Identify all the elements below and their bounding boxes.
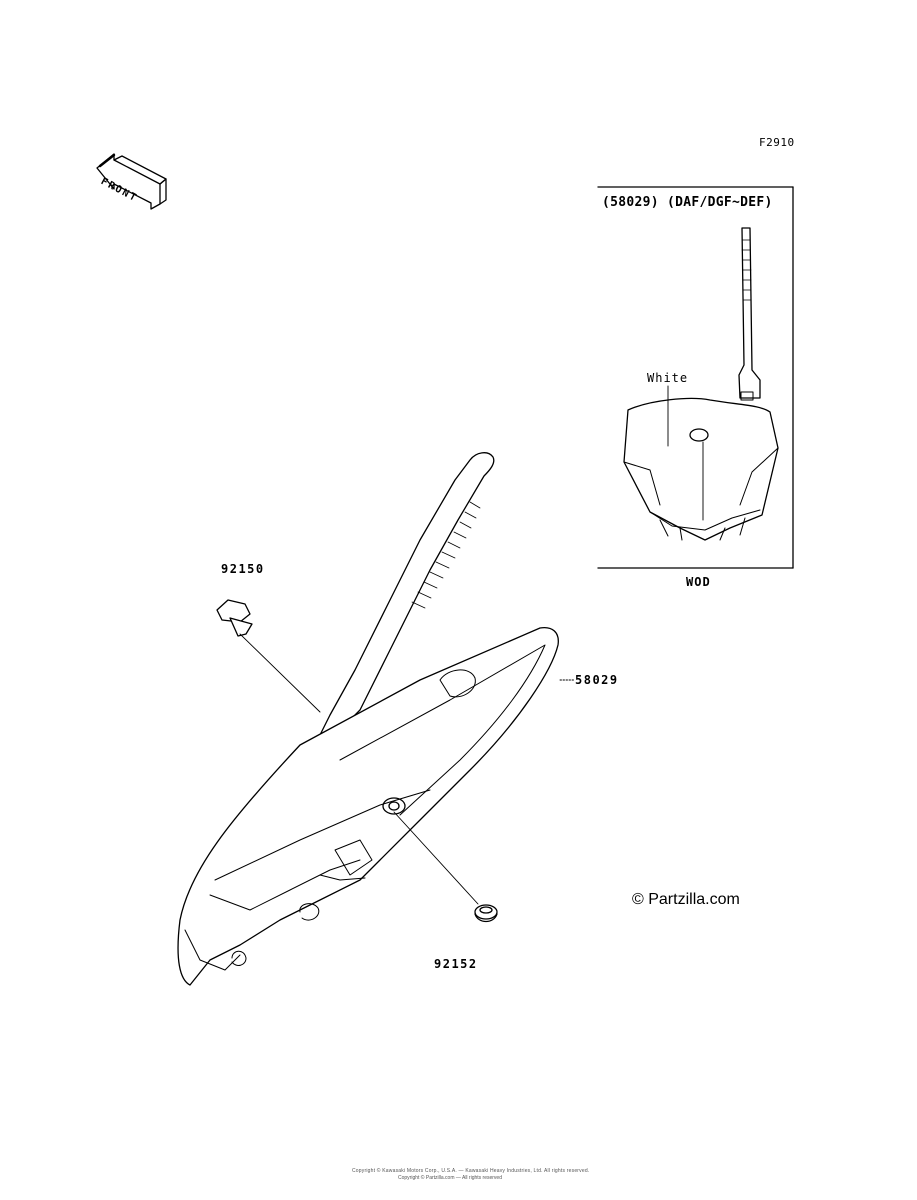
- footer-copyright-line-1: Copyright © Kawasaki Motors Corp., U.S.A…: [352, 1168, 590, 1174]
- side-cover-58029: [177, 452, 559, 986]
- inset-frame: [597, 186, 794, 569]
- grommet-92152-icon: [474, 904, 498, 923]
- inset-number-plate: [623, 227, 779, 541]
- watermark: © Partzilla.com: [632, 891, 740, 908]
- bolt-92150-icon: [216, 599, 253, 637]
- callout-58029[interactable]: 58029: [575, 673, 619, 687]
- front-arrow-icon: [96, 153, 167, 210]
- inset-caption: WOD: [686, 575, 711, 589]
- inset-color-label: White: [647, 371, 689, 385]
- diagram-code: F2910: [759, 136, 795, 149]
- callout-92152[interactable]: 92152: [434, 957, 478, 971]
- inset-title: (58029) (DAF/DGF~DEF): [602, 195, 773, 210]
- footer-copyright-line-2: Copyright © Partzilla.com — All rights r…: [398, 1175, 502, 1181]
- leader-lines: [239, 633, 575, 905]
- callout-92150[interactable]: 92150: [221, 562, 265, 576]
